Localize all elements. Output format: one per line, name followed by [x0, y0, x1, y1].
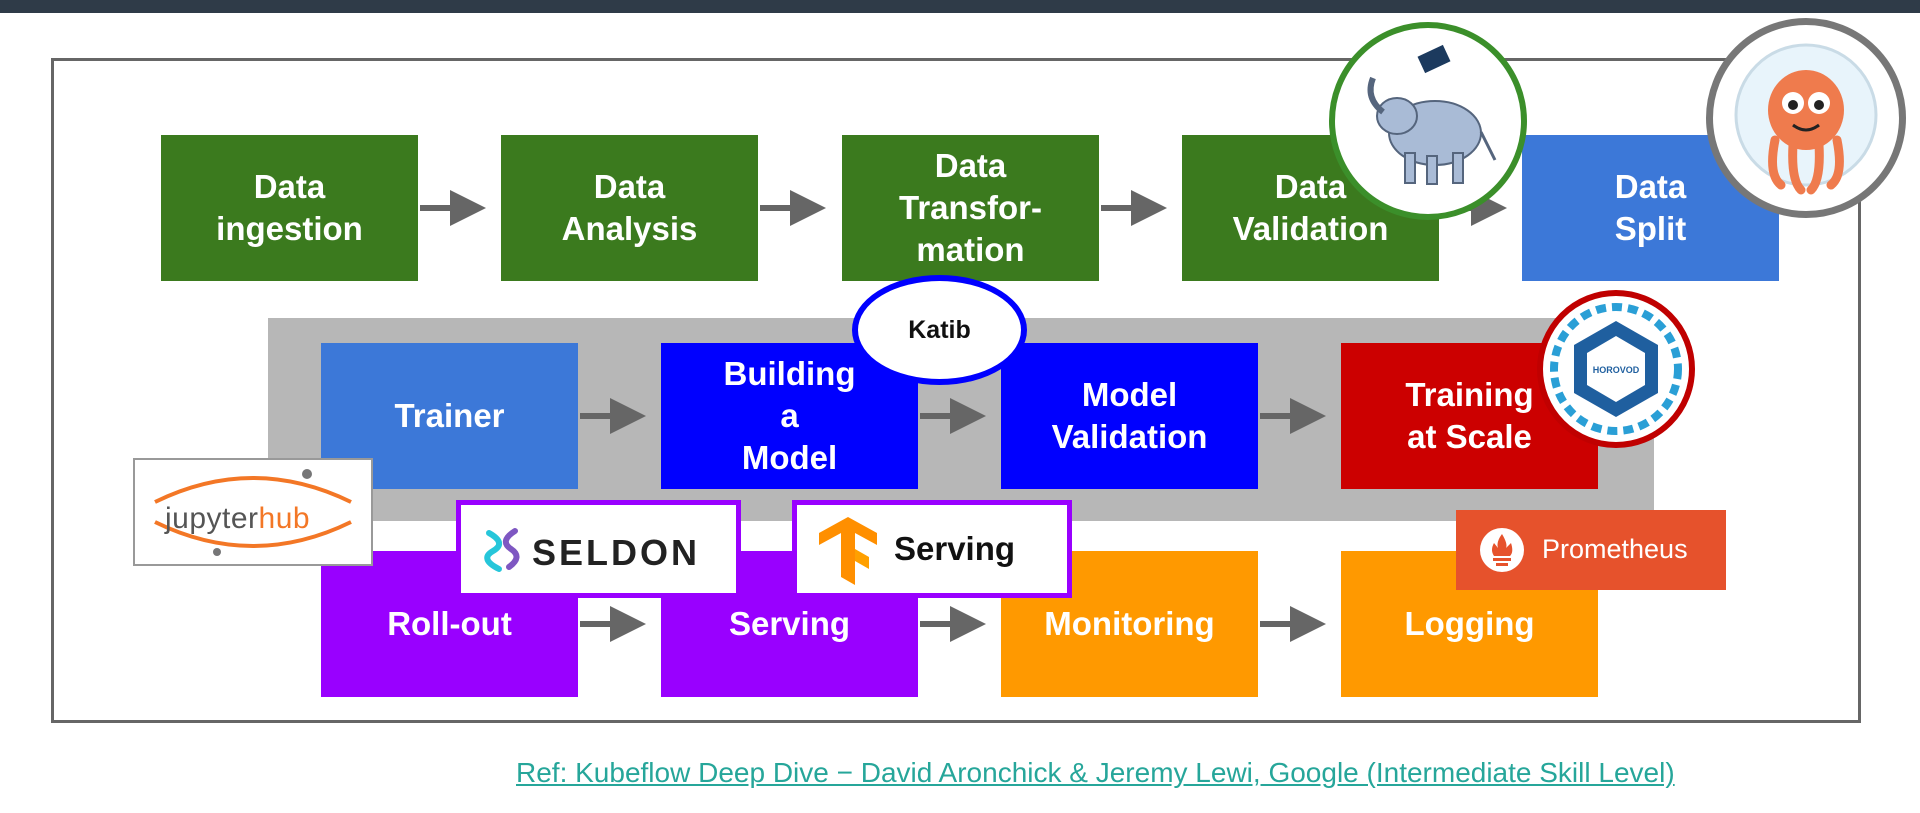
jupyter-word: jupyter — [165, 502, 259, 535]
katib-badge: Katib — [852, 275, 1027, 385]
prometheus-wordmark: Prometheus — [1542, 534, 1688, 564]
top-bar — [0, 0, 1920, 13]
data-split-box: Data Split — [1522, 135, 1779, 281]
seldon-logo-icon — [484, 528, 520, 572]
tf-serving-label: Serving — [894, 530, 1016, 567]
data-ingestion-box: Data ingestion — [161, 135, 418, 281]
jupyterhub-logo: jupyterhub — [133, 458, 373, 566]
seldon-logo: SELDON — [456, 500, 741, 598]
hub-word: hub — [258, 502, 311, 535]
elephant-logo-icon — [1329, 22, 1527, 220]
jupyterhub-wordmark: jupyterhub — [165, 502, 310, 536]
tensorflow-logo-icon — [819, 517, 877, 585]
tf-serving-logo: Serving — [792, 500, 1072, 598]
model-validation-box: Model Validation — [1001, 343, 1258, 489]
reference-link[interactable]: Ref: Kubeflow Deep Dive − David Aronchic… — [516, 757, 1675, 788]
seldon-wordmark: SELDON — [532, 532, 701, 573]
jupyter-logo-icon — [154, 469, 352, 556]
data-transformation-box: Data Transfor- mation — [842, 135, 1099, 281]
prometheus-logo-icon — [1480, 528, 1524, 572]
horovod-logo-icon: HOROVOD — [1537, 290, 1695, 448]
prometheus-logo: Prometheus — [1456, 510, 1726, 590]
octopus-logo-icon — [1706, 18, 1906, 218]
horovod-label: HOROVOD — [1593, 365, 1640, 375]
data-analysis-box: Data Analysis — [501, 135, 758, 281]
